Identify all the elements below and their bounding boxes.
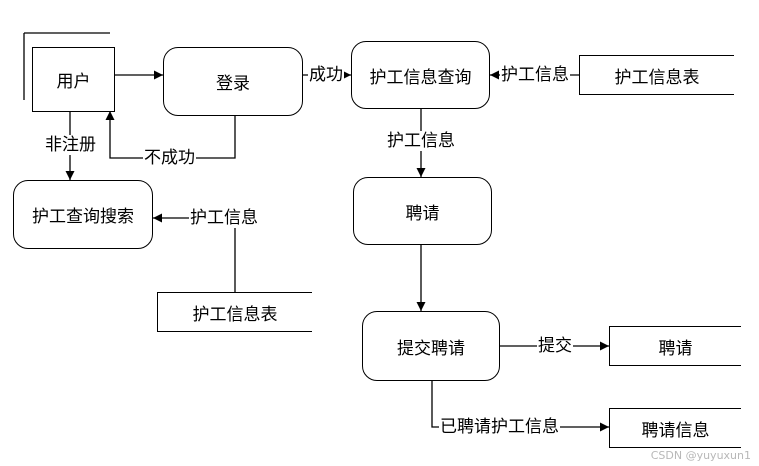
label-nurse-info-mid: 护工信息 <box>386 131 456 151</box>
label-hired-nurse-info: 已聘请护工信息 <box>439 417 560 437</box>
label-unregistered: 非注册 <box>44 135 97 155</box>
nurse-search-process: 护工查询搜索 <box>13 180 153 249</box>
label-nurse-info-left: 护工信息 <box>189 208 259 228</box>
label-nurse-info-top: 护工信息 <box>500 65 570 85</box>
hire-process: 聘请 <box>353 177 492 245</box>
arrow-bottom-table-to-search <box>153 213 236 292</box>
hire-info-store: 聘请信息 <box>609 408 741 448</box>
label-failure: 不成功 <box>143 148 196 168</box>
user-entity: 用户 <box>32 47 115 112</box>
label-submit: 提交 <box>537 336 573 356</box>
login-process: 登录 <box>163 47 303 116</box>
hire-store: 聘请 <box>609 326 741 366</box>
label-success: 成功 <box>308 65 344 85</box>
submit-hire-process: 提交聘请 <box>362 311 500 381</box>
watermark: CSDN @yuyuxun1 <box>650 449 751 462</box>
nurse-query-process: 护工信息查询 <box>351 41 490 109</box>
nurse-table-store-bottom: 护工信息表 <box>157 292 312 332</box>
nurse-table-store-top: 护工信息表 <box>579 55 734 95</box>
